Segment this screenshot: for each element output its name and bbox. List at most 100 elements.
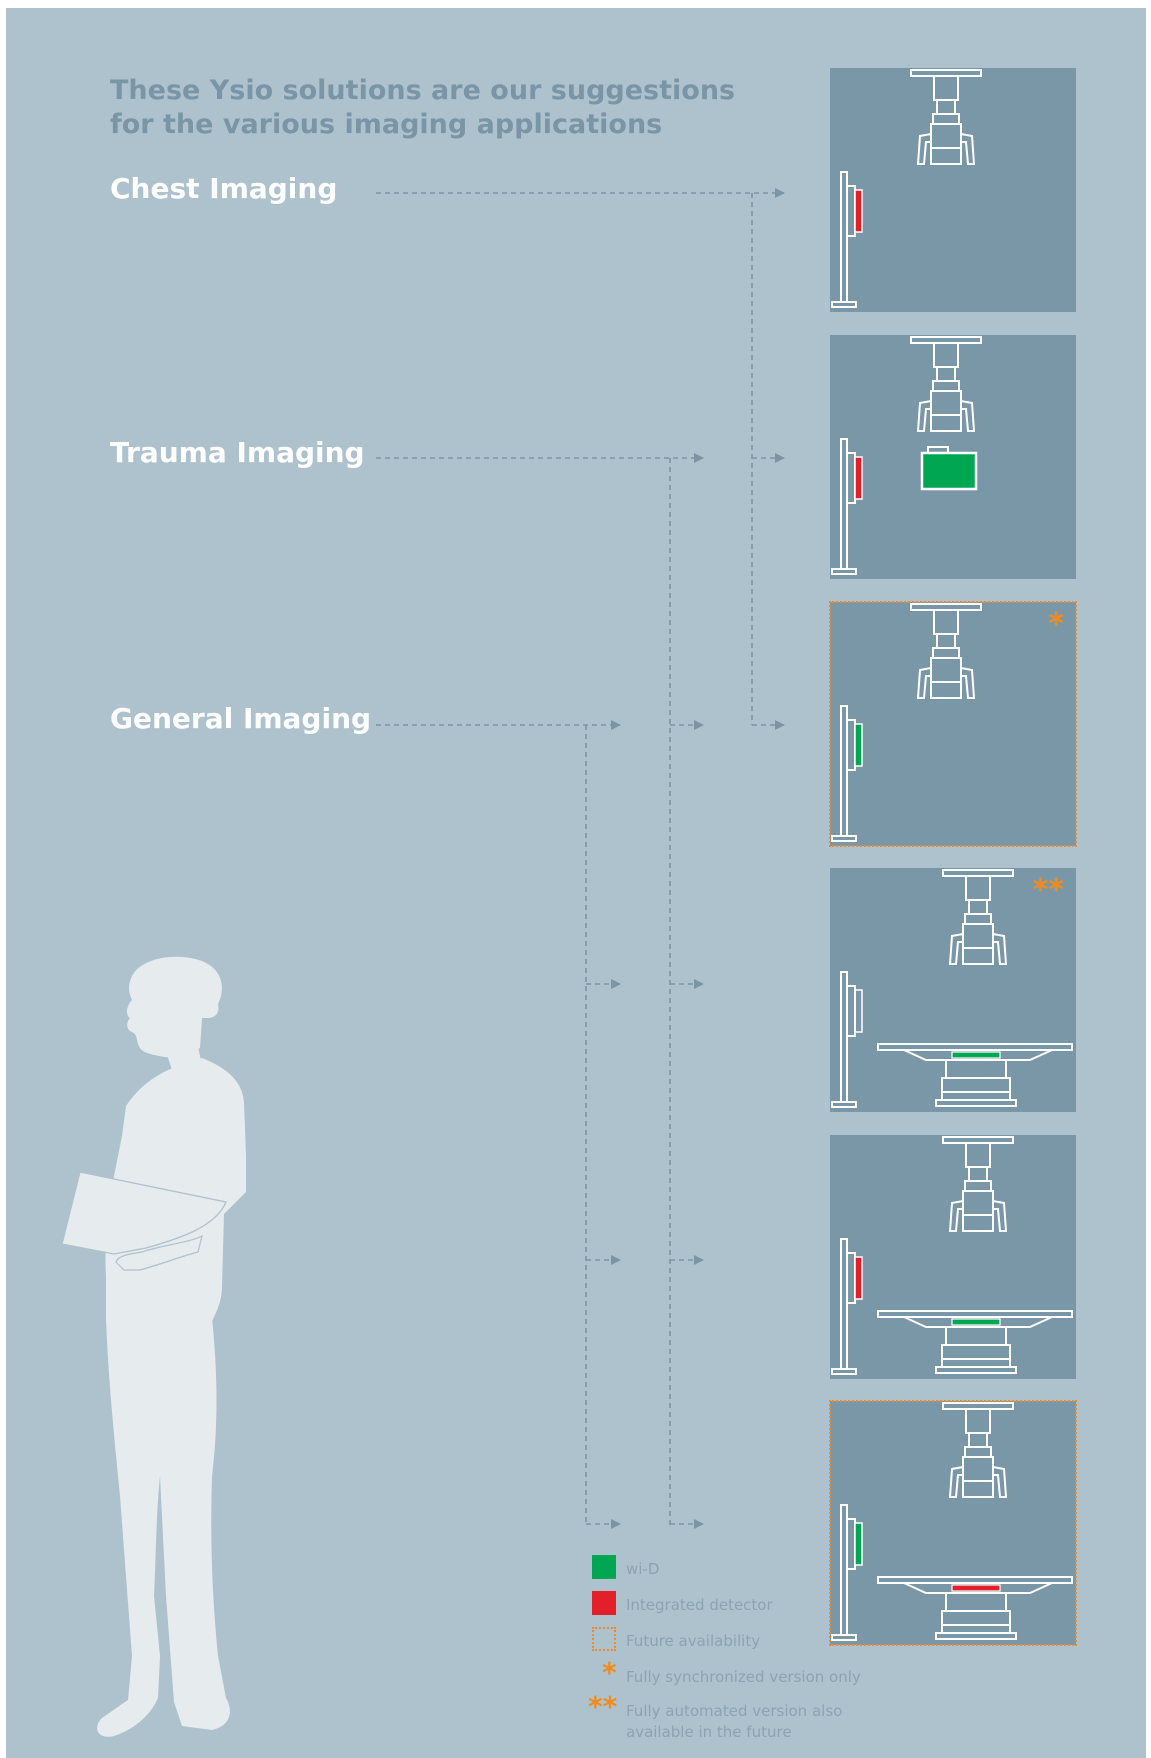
room-tile-5 [830, 1135, 1076, 1379]
category-trauma-imaging: Trauma Imaging [110, 436, 365, 469]
tube-handle-right [992, 1200, 1008, 1232]
tube-handle-right [960, 667, 976, 699]
table-base [935, 1099, 1017, 1107]
wall-stand-detector [854, 723, 863, 767]
heading-line-2: for the various imaging applications [110, 109, 663, 140]
tube-handle-right [960, 133, 976, 165]
person-hand [115, 1234, 203, 1271]
room-drawing-3 [831, 603, 982, 842]
room-tile-1 [830, 68, 1076, 312]
tube-handle-left [916, 400, 932, 432]
star-icon: * [602, 1656, 617, 1689]
wall-stand-foot [831, 568, 857, 575]
wall-stand-holder [846, 1518, 856, 1570]
tube-column-lower [936, 366, 956, 382]
tube-column [965, 875, 991, 901]
table-base [935, 1632, 1017, 1640]
tube-handle-left [948, 1466, 964, 1498]
tube-joint [932, 380, 960, 392]
heading-line-1: These Ysio solutions are our suggestions [110, 75, 736, 106]
tube-head [962, 923, 994, 965]
legend-label-automated-line-2: available in the future [626, 1723, 792, 1741]
wall-stand-foot [831, 835, 857, 842]
wid-swatch [592, 1555, 616, 1579]
tube-head [930, 657, 962, 699]
tube-head [930, 390, 962, 432]
table-detector [951, 1318, 1001, 1326]
wall-stand-foot [831, 1634, 857, 1641]
tube-column [933, 609, 959, 635]
table-column-lower [941, 1610, 1011, 1634]
room-tile-4: ** [830, 868, 1076, 1112]
page-heading: These Ysio solutions are our suggestions… [110, 74, 750, 142]
legend-label-automated-line-1: Fully automated version also [626, 1702, 843, 1720]
wall-stand-foot [831, 1368, 857, 1375]
tile-4-marker: ** [1032, 873, 1064, 908]
wall-stand-detector [854, 456, 863, 500]
tube-column [933, 75, 959, 101]
person-head [126, 956, 222, 1060]
legend-label-integrated: Integrated detector [626, 1596, 773, 1614]
tube-joint [964, 913, 992, 925]
tube-handle-right [992, 933, 1008, 965]
table-top [877, 1310, 1073, 1318]
wall-stand-holder [846, 1252, 856, 1304]
connector-lines [376, 188, 785, 1529]
wall-stand-holder [846, 185, 856, 237]
table-top [877, 1576, 1073, 1584]
tube-joint [964, 1180, 992, 1192]
legend-label-future: Future availability [626, 1632, 761, 1650]
category-general-imaging: General Imaging [110, 702, 372, 735]
tube-head [962, 1456, 994, 1498]
wall-stand-detector [854, 1256, 863, 1300]
legend-label-wid: wi-D [626, 1560, 660, 1578]
tube-joint [964, 1446, 992, 1458]
tube-column-lower [936, 633, 956, 649]
table-column-upper [945, 1059, 1007, 1079]
table-base [935, 1366, 1017, 1374]
tube-handle-right [960, 400, 976, 432]
tube-column [965, 1408, 991, 1434]
tube-column [965, 1142, 991, 1168]
room-drawing-4 [831, 869, 1073, 1108]
room-tile-3: * [829, 601, 1077, 847]
tube-handle-left [916, 667, 932, 699]
table-detector [951, 1584, 1001, 1592]
tube-column-lower [968, 899, 988, 915]
table-detector [951, 1051, 1001, 1059]
tube-joint [932, 647, 960, 659]
folder-icon [62, 1171, 227, 1255]
wall-stand-holder [846, 985, 856, 1037]
category-chest-imaging: Chest Imaging [110, 172, 338, 205]
room-tile-6 [829, 1400, 1077, 1646]
wall-stand-detector [854, 189, 863, 233]
table-column-upper [945, 1592, 1007, 1612]
tube-handle-left [948, 1200, 964, 1232]
tile-3-marker: * [1048, 607, 1064, 642]
room-drawing-5 [831, 1136, 1073, 1375]
room-drawing-6 [831, 1402, 1073, 1641]
tube-head [962, 1190, 994, 1232]
room-drawing-1 [831, 69, 982, 308]
table-column-lower [941, 1344, 1011, 1368]
tube-joint [932, 113, 960, 125]
room-drawing-2 [831, 336, 982, 575]
wall-stand-holder [846, 719, 856, 771]
diagram-page: These Ysio solutions are our suggestions… [6, 8, 1146, 1758]
tube-column-lower [936, 99, 956, 115]
integrated-swatch [592, 1591, 616, 1615]
wall-stand-detector [854, 989, 863, 1033]
tube-head [930, 123, 962, 165]
tube-column-lower [968, 1432, 988, 1448]
portable-wid-detector [920, 451, 978, 491]
person-legs [97, 1318, 230, 1737]
wall-stand-foot [831, 301, 857, 308]
table-column-upper [945, 1326, 1007, 1346]
table-top [877, 1043, 1073, 1051]
legend-label-synchronized: Fully synchronized version only [626, 1668, 861, 1686]
room-tile-2 [830, 335, 1076, 579]
tube-handle-left [948, 933, 964, 965]
wall-stand-holder [846, 452, 856, 504]
future-swatch [592, 1627, 616, 1651]
tube-column-lower [968, 1166, 988, 1182]
